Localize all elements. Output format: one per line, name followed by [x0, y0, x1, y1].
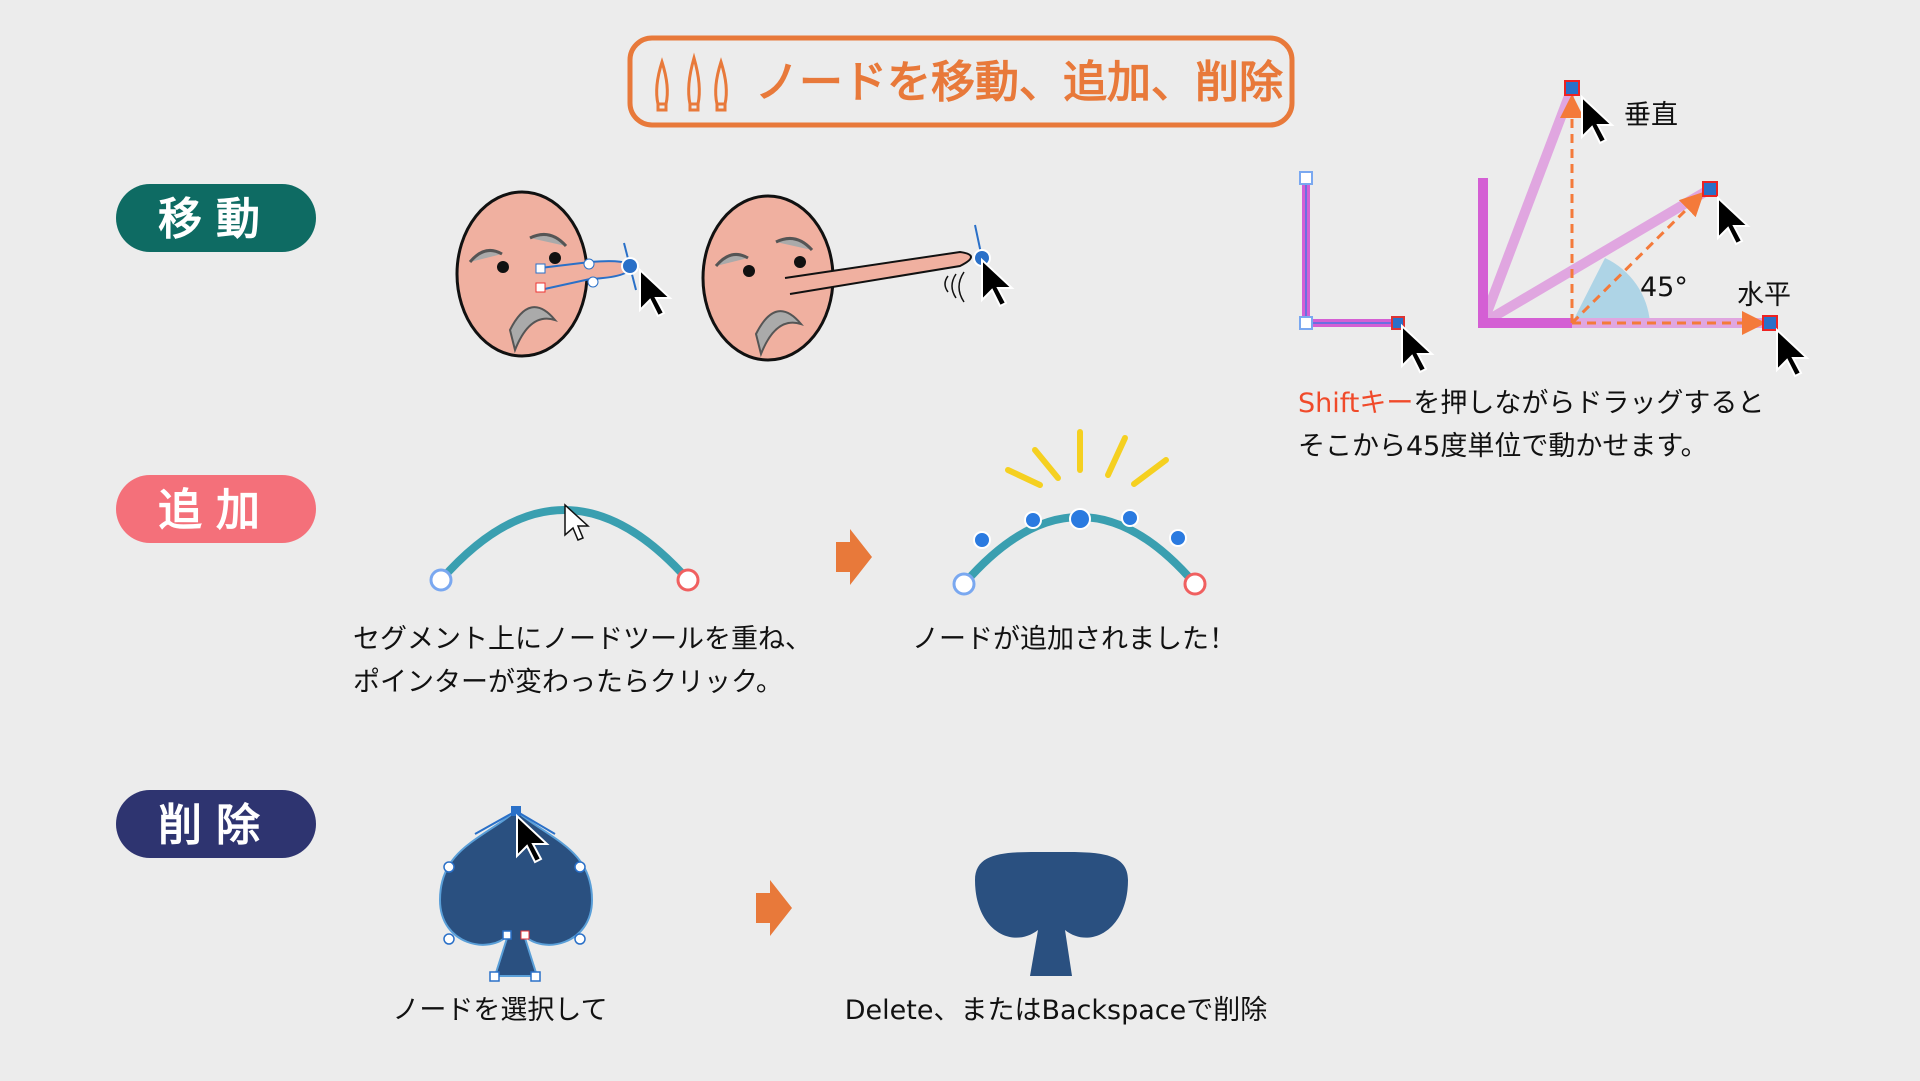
- delete-caption-after: Delete、またはBackspaceで削除: [845, 995, 1267, 1026]
- cursor-icon: [1717, 197, 1749, 245]
- section-label-delete: 削除: [116, 790, 316, 858]
- candle-icon: [655, 52, 728, 112]
- cursor-icon: [1581, 96, 1613, 144]
- title-banner: ノードを移動、追加、削除: [627, 35, 1295, 128]
- add-caption-line1: セグメント上にノードツールを重ね、: [353, 624, 812, 655]
- delete-label: 削除: [158, 800, 274, 851]
- shift-caption-line1: Shiftキーを押しながらドラッグすると: [1298, 388, 1764, 419]
- face-after: [701, 194, 1013, 362]
- shift-caption-rest: を押しながらドラッグすると: [1413, 388, 1764, 419]
- section-label-move: 移動: [116, 184, 316, 252]
- face-before: [455, 190, 671, 358]
- arrow-right-icon: [836, 529, 872, 585]
- arrow-right-icon: [756, 880, 792, 936]
- page-title: ノードを移動、追加、削除: [755, 57, 1284, 108]
- horizontal-label: 水平: [1737, 280, 1791, 311]
- cursor-icon: [639, 269, 671, 317]
- delete-caption-before: ノードを選択して: [392, 995, 607, 1026]
- add-label: 追加: [158, 485, 274, 536]
- add-after-diagram: [952, 429, 1207, 596]
- shift-key-text: Shiftキー: [1298, 388, 1413, 419]
- sparkle-icon: [1005, 429, 1169, 488]
- cursor-icon: [1776, 329, 1808, 377]
- section-label-add: 追加: [116, 475, 316, 543]
- node-add-pointer-icon: [564, 503, 590, 541]
- vertical-label: 垂直: [1624, 100, 1678, 131]
- add-caption-line2: ポインターが変わったらクリック。: [353, 667, 783, 698]
- shift-diagram: 垂直 45° 水平 Shiftキーを押しながらドラッグすると そこから45度単位…: [1298, 80, 1808, 462]
- angle-label: 45°: [1640, 272, 1688, 303]
- cursor-icon: [981, 259, 1013, 307]
- spade-before: [438, 806, 594, 982]
- add-result-caption: ノードが追加されました！: [912, 624, 1236, 655]
- shift-caption-line2: そこから45度単位で動かせます。: [1298, 431, 1708, 462]
- spade-after: [975, 851, 1128, 976]
- add-before-diagram: [429, 503, 700, 592]
- move-label: 移動: [158, 194, 274, 245]
- cursor-icon: [1401, 325, 1433, 373]
